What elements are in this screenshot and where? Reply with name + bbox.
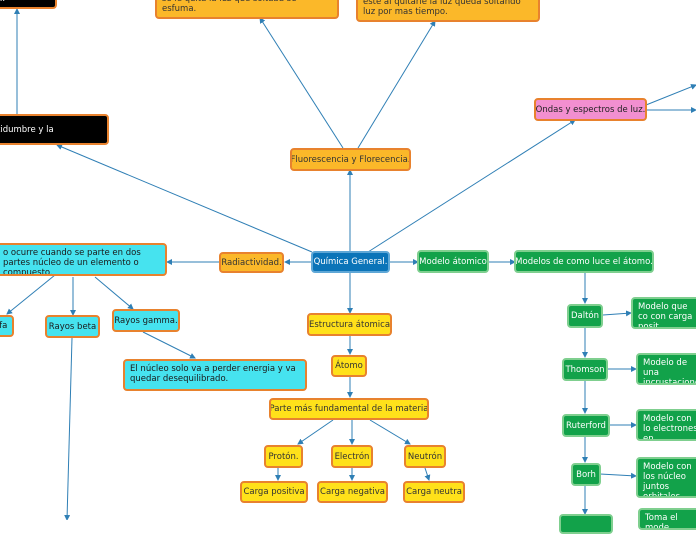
node-borh-desc[interactable]: Modelo con los núcleo juntos orbitales c… — [636, 457, 696, 498]
branch-ondas-espectros[interactable]: Ondas y espectros de luz. — [534, 98, 647, 121]
node-parte-fundamental[interactable]: Parte más fundamental de la materia — [269, 398, 429, 420]
branch-fluorescencia[interactable]: Fluorescencia y Florecencia. — [290, 148, 411, 171]
node-rayos-alfa[interactable]: lfa — [0, 315, 14, 337]
central-topic-quimica-general[interactable]: Química General. — [311, 251, 390, 273]
node-carga-neutra[interactable]: Carga neutra — [403, 481, 465, 503]
branch-radiactividad[interactable]: Radiactividad. — [219, 252, 284, 273]
node-next-model-cut[interactable] — [559, 514, 613, 534]
node-nucleo-energia[interactable]: El núcleo solo va a perder energia y va … — [123, 359, 307, 391]
connector-lines — [6, 8, 696, 520]
node-rayos-beta[interactable]: Rayos beta — [45, 315, 100, 338]
node-fosforescencia-desc[interactable]: este al quitarle la luz queda soltando l… — [356, 0, 540, 22]
node-dalton-desc[interactable]: Modelo que co con carga posit — [631, 297, 696, 329]
node-atomo[interactable]: Átomo — [331, 355, 367, 377]
node-ruterford-desc[interactable]: Modelo con lo electrones en — [636, 409, 696, 441]
node-carga-positiva[interactable]: Carga positiva — [240, 481, 308, 503]
node-fision-nuclear[interactable]: o ocurre cuando se parte en dos partes n… — [0, 243, 167, 276]
node-thomson[interactable]: Thomson — [562, 358, 608, 381]
node-modelos-como-luce[interactable]: Modelos de como luce el átomo. — [514, 250, 654, 273]
node-fluorescencia-desc[interactable]: se le quita la luz que soltaba se esfuma… — [155, 0, 339, 19]
node-neutron[interactable]: Neutrón — [404, 445, 446, 468]
node-thomson-desc[interactable]: Modelo de una incrustaciones — [636, 353, 696, 385]
node-carga-negativa[interactable]: Carga negativa — [317, 481, 388, 503]
node-electron[interactable]: Electrón — [331, 445, 373, 468]
node-incertidumbre[interactable]: tidumbre y la — [0, 114, 109, 145]
node-proton[interactable]: Protón. — [264, 445, 303, 468]
branch-estructura-atomica[interactable]: Estructura átomica — [307, 313, 392, 336]
node-ruterford[interactable]: Ruterford — [562, 414, 610, 437]
node-borh[interactable]: Borh — [571, 463, 601, 486]
node-top-black-cut[interactable]: ... — [0, 0, 57, 9]
node-dalton[interactable]: Daltón — [567, 304, 603, 328]
node-bottom-desc-cut[interactable]: Toma el mode — [638, 508, 696, 530]
node-rayos-gamma[interactable]: Rayos gamma. — [112, 309, 180, 332]
branch-modelo-atomico[interactable]: Modelo átomico — [417, 250, 489, 273]
